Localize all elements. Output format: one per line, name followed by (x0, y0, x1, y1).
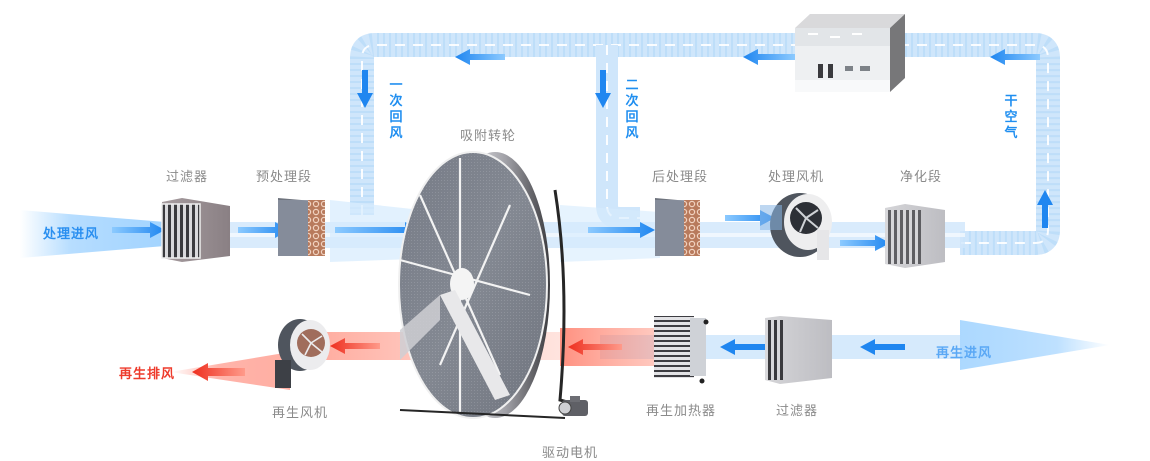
arrow-up-icon (1037, 190, 1053, 228)
pre-treatment-coil (278, 198, 325, 256)
regen-arrows (192, 338, 905, 381)
regen-exhaust-label: 再生排风 (119, 367, 176, 382)
arrow-left-icon (568, 339, 622, 355)
arrow-right-icon (840, 235, 890, 251)
post-treatment-label: 后处理段 (652, 170, 709, 185)
arrow-down-icon (357, 70, 373, 108)
pre-treatment-label: 预处理段 (256, 170, 313, 185)
arrow-left-icon (743, 49, 795, 65)
arrow-right-icon (112, 222, 165, 238)
process-fan-label: 处理风机 (768, 170, 825, 185)
filter-label: 过滤器 (166, 170, 209, 185)
drive-motor-label: 驱动电机 (542, 446, 599, 461)
regen-fan-label: 再生风机 (272, 406, 329, 421)
arrow-left-icon (720, 339, 770, 355)
regen-heater (654, 316, 709, 384)
cleanroom-image (795, 14, 905, 92)
duct-arrows (357, 49, 1053, 228)
regen-filter-label: 过滤器 (776, 404, 819, 419)
arrow-left-icon (990, 49, 1040, 65)
drive-motor (399, 396, 588, 419)
filter-unit (161, 198, 230, 262)
arrow-right-icon (238, 222, 290, 238)
process-fan (760, 193, 832, 260)
arrow-right-icon (588, 222, 655, 238)
regen-filter-unit (765, 316, 832, 384)
dry-air-label: 干空气 (1004, 94, 1018, 141)
primary-return-label: 一次回风 (389, 78, 403, 141)
arrow-left-icon (192, 363, 245, 381)
rotor-label: 吸附转轮 (460, 129, 517, 144)
adsorption-rotor (398, 151, 579, 419)
arrow-left-icon (455, 49, 505, 65)
process-air-inlet-label: 处理进风 (43, 227, 100, 242)
regen-air-inlet-label: 再生进风 (936, 346, 993, 361)
regen-heater-label: 再生加热器 (646, 404, 717, 419)
purification-unit (885, 204, 945, 268)
purification-label: 净化段 (900, 170, 943, 185)
regen-fan (275, 319, 330, 388)
secondary-return-label: 二次回风 (625, 78, 639, 141)
arrow-left-icon (860, 339, 905, 355)
arrow-left-icon (330, 338, 380, 354)
arrow-right-icon (335, 222, 420, 238)
post-treatment-coil (655, 198, 700, 256)
arrow-down-icon (595, 70, 611, 108)
